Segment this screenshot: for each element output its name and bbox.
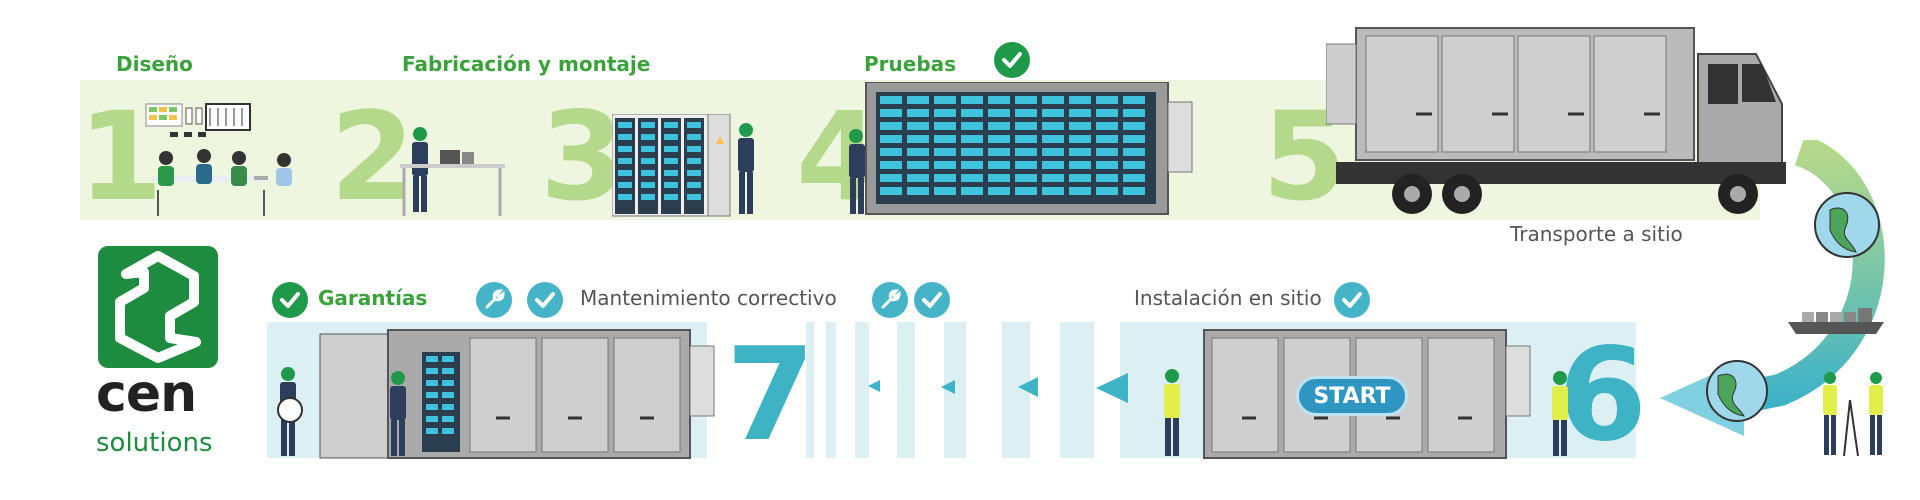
stripe xyxy=(1060,322,1094,458)
step-2-number: 2 xyxy=(330,86,415,228)
garantias-label: Garantías xyxy=(318,286,428,310)
stripe xyxy=(806,322,814,458)
check-icon xyxy=(994,42,1030,78)
arrow-left-icon xyxy=(941,380,955,394)
arrow-left-icon xyxy=(1096,373,1128,403)
step-1-label: Diseño xyxy=(116,52,193,76)
truck-icon xyxy=(1326,27,1786,214)
stripe xyxy=(826,322,836,458)
logo-subtitle: solutions xyxy=(96,428,213,458)
start-button[interactable]: START xyxy=(1296,376,1408,416)
step-5-label: Transporte a sitio xyxy=(1510,222,1683,246)
container-icon xyxy=(277,329,715,459)
arrow-left-icon xyxy=(868,380,880,392)
globe-icon xyxy=(1706,360,1768,422)
battery-cabinet-illustration xyxy=(612,114,754,217)
stripe xyxy=(897,322,915,458)
step-7-number: 7 xyxy=(726,321,816,470)
step-3-number: 3 xyxy=(540,86,625,228)
arrow-left-icon xyxy=(1018,377,1038,397)
check-icon xyxy=(914,282,950,318)
check-icon xyxy=(527,282,563,318)
step-7-label: Mantenimiento correctivo xyxy=(580,286,837,310)
step-4-label: Pruebas xyxy=(864,52,957,76)
check-icon xyxy=(272,282,308,318)
check-icon xyxy=(1334,282,1370,318)
test-container-illustration xyxy=(849,82,1193,215)
wrench-icon xyxy=(872,282,908,318)
container-icon xyxy=(1164,329,1568,459)
surveyors-illustration xyxy=(1823,372,1883,457)
step-6-label: Instalación en sitio xyxy=(1134,286,1322,310)
step-6-number: 6 xyxy=(1558,321,1648,470)
ship-icon xyxy=(1788,308,1884,334)
stripe xyxy=(944,322,966,458)
globe-icon xyxy=(1814,192,1880,258)
stripe xyxy=(855,322,869,458)
logo-wordmark: cen xyxy=(96,364,197,424)
step-2-label: Fabricación y montaje xyxy=(402,52,651,76)
design-team-illustration xyxy=(145,103,292,216)
workbench-illustration xyxy=(400,127,505,216)
cen-logo-mark xyxy=(98,246,218,368)
wrench-icon xyxy=(476,282,512,318)
